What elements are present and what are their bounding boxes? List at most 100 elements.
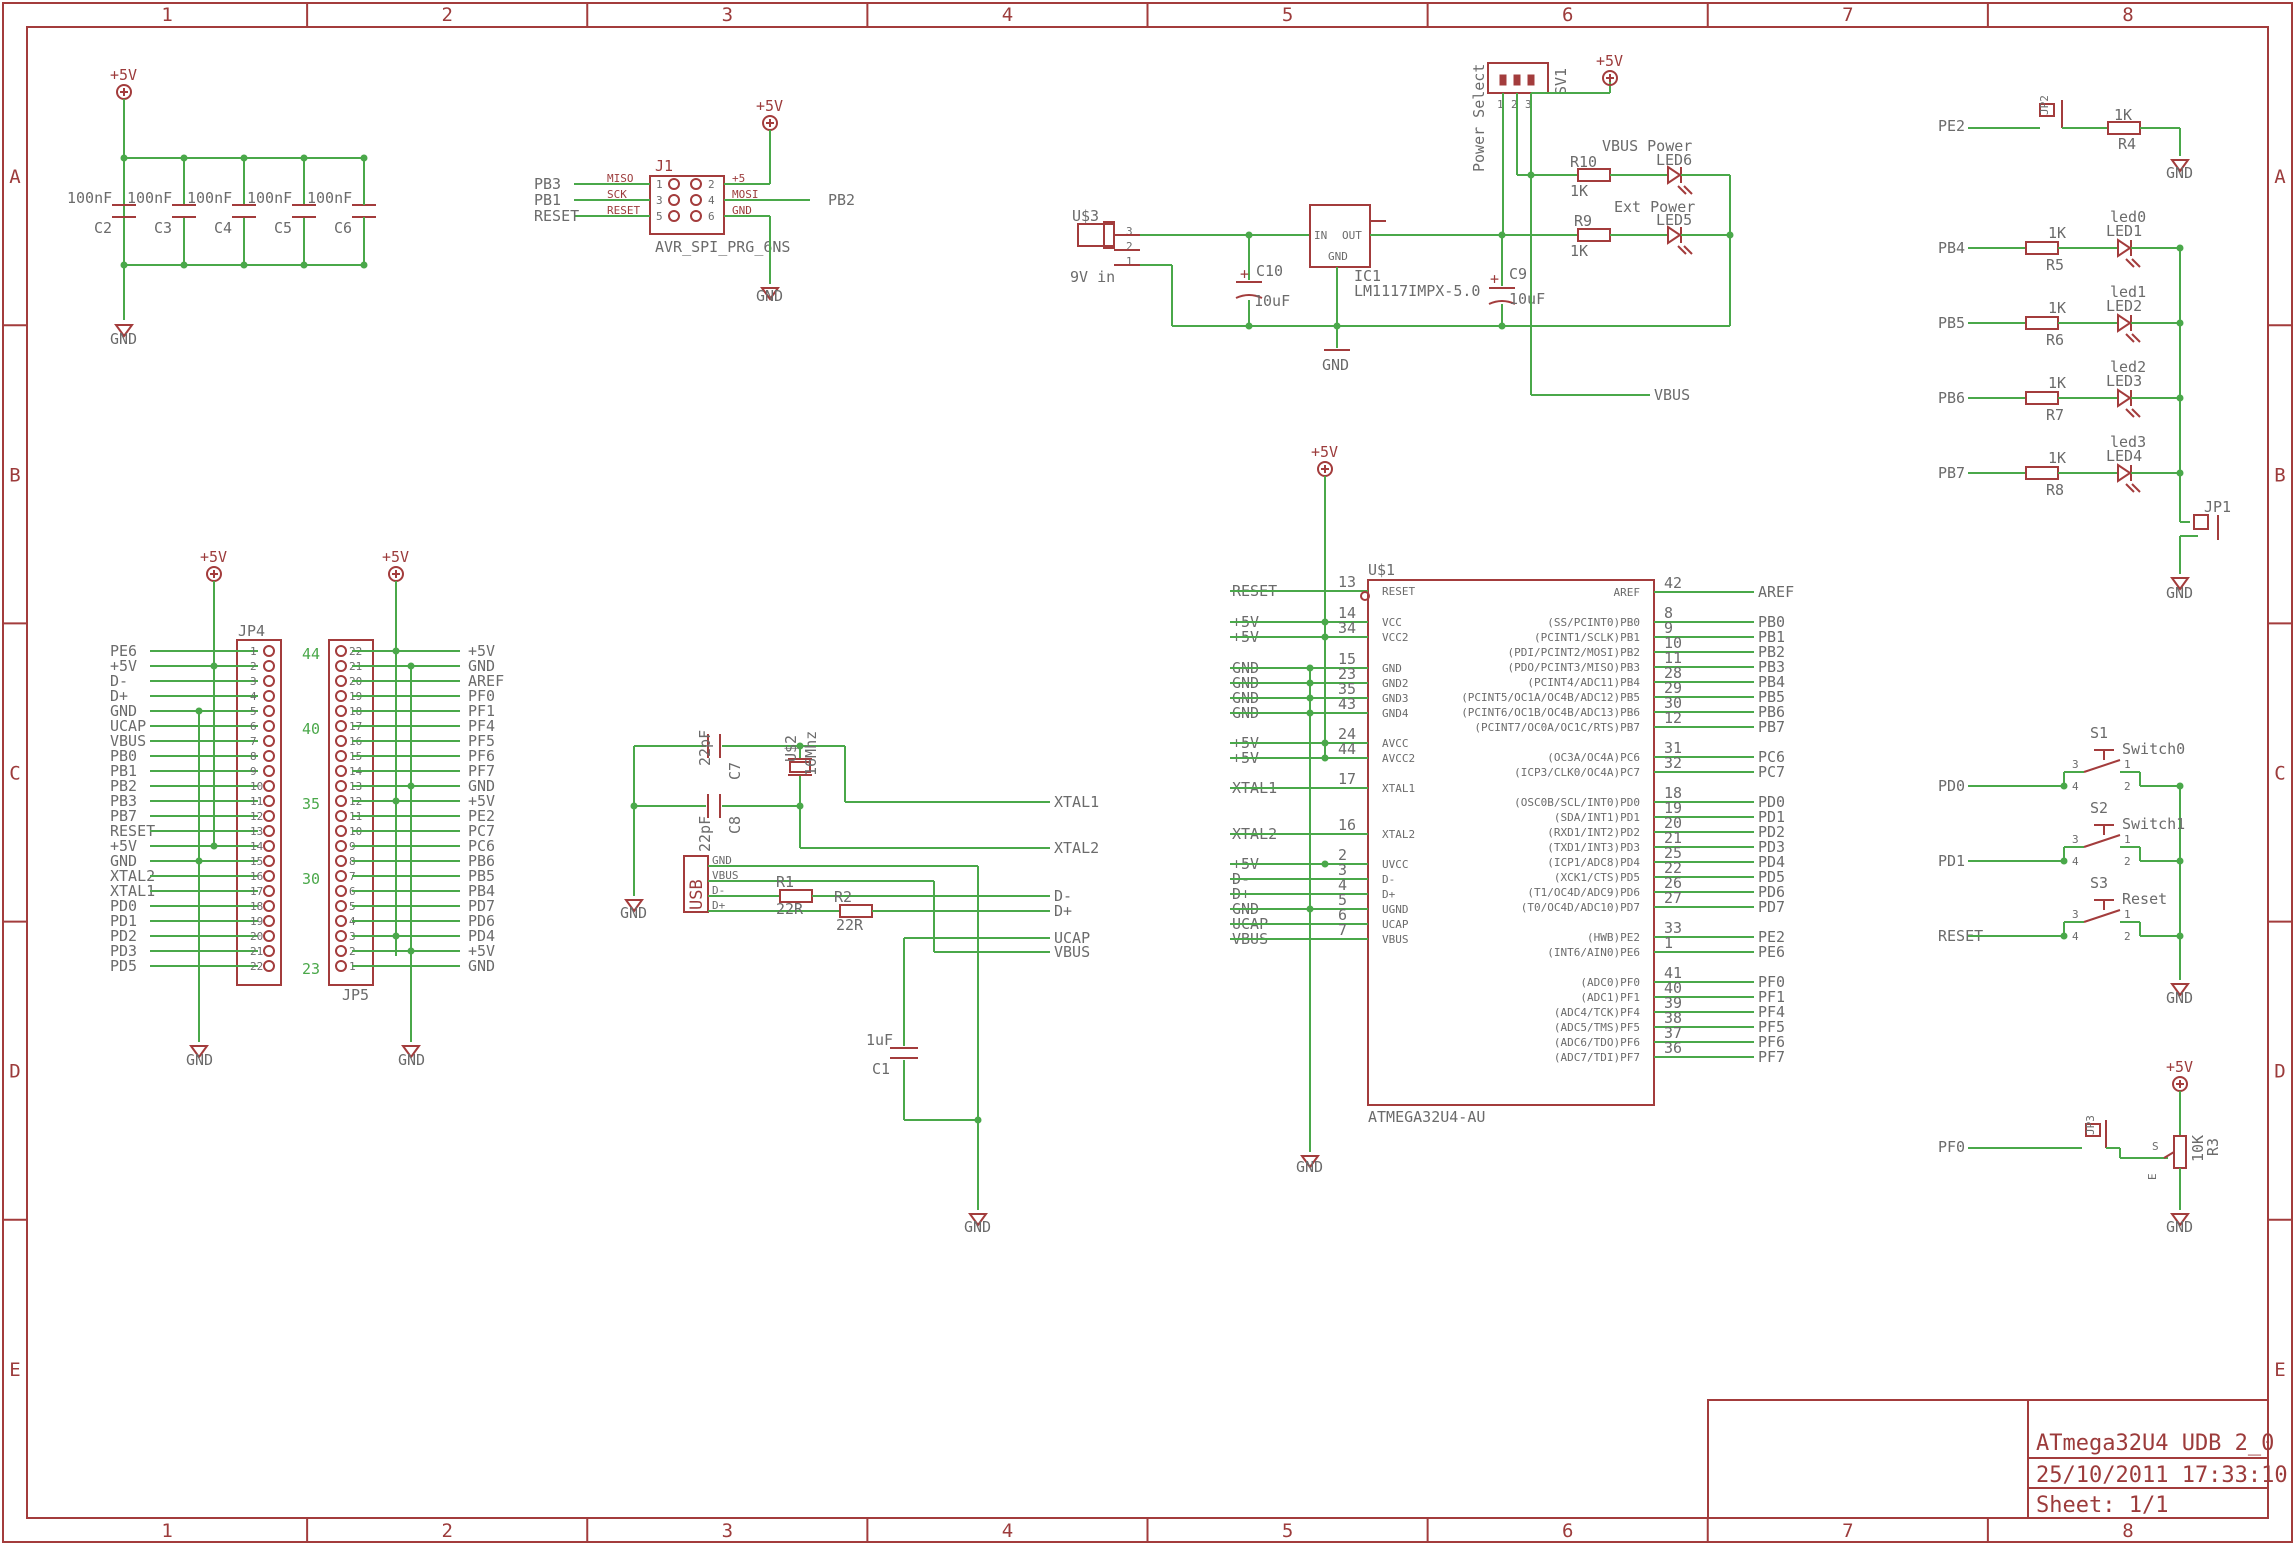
mcu-right-name-19: (SDA/INT1)PD1 — [1554, 811, 1640, 824]
jp4-pin-num-11: 12 — [250, 810, 263, 823]
usb-pin-vbus: VBUS — [712, 869, 739, 882]
jp4-net-19: PD2 — [110, 927, 137, 945]
jp4-net-15: XTAL2 — [110, 867, 155, 885]
c8-ref: C8 — [726, 816, 744, 834]
zone-col-top-6: 6 — [1562, 4, 1573, 26]
jp4-pin-num-13: 14 — [250, 840, 264, 853]
led-name-LED4: led3 — [2110, 433, 2146, 451]
vbus-net-label: VBUS — [1654, 386, 1690, 404]
switch-net-S1: PD0 — [1938, 777, 1965, 795]
led-rref-R7: R7 — [2046, 406, 2064, 424]
jp4-net-20: PD3 — [110, 942, 137, 960]
mcu-right-net-33: PE2 — [1758, 928, 1785, 946]
xtal1-net: XTAL1 — [1054, 793, 1099, 811]
zone-col-top-1: 1 — [161, 4, 172, 26]
mcu-right-name-42: AREF — [1614, 586, 1641, 599]
mcu-left-name-7: VBUS — [1382, 933, 1409, 946]
zone-col-top-7: 7 — [1842, 4, 1853, 26]
jp4-net-16: XTAL1 — [110, 882, 155, 900]
mcu-left-name-35: GND3 — [1382, 692, 1409, 705]
jp5-pin-mark-23: 23 — [302, 960, 320, 978]
switch-pin2-S1: 2 — [2124, 780, 2131, 793]
led-ref-LED3: LED3 — [2106, 372, 2142, 390]
switch-ref-S3: S3 — [2090, 874, 2108, 892]
r2-ref: R2 — [834, 888, 852, 906]
mcu-right-name-1: (INT6/AIN0)PE6 — [1547, 946, 1640, 959]
mcu-right-name-25: (ICP1/ADC8)PD4 — [1547, 856, 1640, 869]
mcu-left-name-24: AVCC — [1382, 737, 1409, 750]
mcu-right-name-33: (HWB)PE2 — [1587, 931, 1640, 944]
decap-ref-C5: C5 — [274, 219, 292, 237]
isp-left-num-0: 1 — [656, 178, 663, 191]
mcu-left-num-16: 16 — [1338, 816, 1356, 834]
zone-col-top-3: 3 — [722, 4, 733, 26]
mcu-right-net-39: PF4 — [1758, 1003, 1785, 1021]
switch-name-S3: Reset — [2122, 890, 2167, 908]
mcu-right-net-19: PD1 — [1758, 808, 1785, 826]
jp1-ref: JP1 — [2204, 498, 2231, 516]
mcu-right-name-21: (TXD1/INT3)PD3 — [1547, 841, 1640, 854]
mcu-left-num-2: 2 — [1338, 846, 1347, 864]
zone-row-left-C: C — [9, 763, 20, 785]
mcu-right-num-32: 32 — [1664, 754, 1682, 772]
led-ref-LED2: LED2 — [2106, 297, 2142, 315]
mcu-left-name-23: GND2 — [1382, 677, 1409, 690]
jack-label: 9V in — [1070, 268, 1115, 286]
led-net-LED4: PB7 — [1938, 464, 1965, 482]
mcu-right-net-9: PB1 — [1758, 628, 1785, 646]
pot-net: PF0 — [1938, 1138, 1965, 1156]
mcu-right-net-30: PB6 — [1758, 703, 1785, 721]
jp4-net-7: PB0 — [110, 747, 137, 765]
usb-net-vbus: VBUS — [1054, 943, 1090, 961]
jp4-net-0: PE6 — [110, 642, 137, 660]
r2-value: 22R — [836, 916, 864, 934]
jp5-net-0: +5V — [468, 642, 495, 660]
led6-ref: LED6 — [1656, 151, 1692, 169]
jp4-supply: +5V — [200, 548, 227, 566]
mcu-left-num-4: 4 — [1338, 876, 1347, 894]
jp4-gnd: GND — [186, 1051, 213, 1069]
mcu-right-name-38: (ADC5/TMS)PF5 — [1554, 1021, 1640, 1034]
jp4-net-4: GND — [110, 702, 137, 720]
mcu-right-net-27: PD7 — [1758, 898, 1785, 916]
zone-row-left-D: D — [9, 1061, 20, 1083]
sv1-label: Power Select — [1470, 64, 1488, 172]
zone-col-top-4: 4 — [1002, 4, 1013, 26]
mcu-ref: U$1 — [1368, 561, 1395, 579]
mcu-right-name-22: (XCK1/CTS)PD5 — [1554, 871, 1640, 884]
switch-ref-S2: S2 — [2090, 799, 2108, 817]
decap-ref-C3: C3 — [154, 219, 172, 237]
r10-ref: R10 — [1570, 153, 1597, 171]
jp4-pin-num-18: 19 — [250, 915, 263, 928]
jp4-net-21: PD5 — [110, 957, 137, 975]
jp5-ref: JP5 — [342, 986, 369, 1004]
led6-name: VBUS Power — [1602, 137, 1692, 155]
jack-pin3: 3 — [1126, 225, 1133, 238]
mcu-right-name-39: (ADC4/TCK)PF4 — [1554, 1006, 1640, 1019]
sv1-ref: SV1 — [1552, 68, 1570, 95]
c9-value: 10uF — [1509, 290, 1545, 308]
r4-gnd: GND — [2166, 164, 2193, 182]
mcu-right-num-9: 9 — [1664, 619, 1673, 637]
decap-value-C6: 100nF — [307, 189, 352, 207]
mcu-left-num-13: 13 — [1338, 573, 1356, 591]
mcu-right-num-22: 22 — [1664, 859, 1682, 877]
r10-value: 1K — [1570, 182, 1588, 200]
usb-pin-dplus: D+ — [712, 899, 726, 912]
xtal2-net: XTAL2 — [1054, 839, 1099, 857]
c7-ref: C7 — [726, 762, 744, 780]
switch-gnd: GND — [2166, 989, 2193, 1007]
mcu-supply: +5V — [1311, 443, 1338, 461]
jp5-net-3: PF0 — [468, 687, 495, 705]
mcu-right-num-33: 33 — [1664, 919, 1682, 937]
jp4-net-14: GND — [110, 852, 137, 870]
mcu-right-name-41: (ADC0)PF0 — [1580, 976, 1640, 989]
mcu-right-name-26: (T1/OC4D/ADC9)PD6 — [1527, 886, 1640, 899]
isp-left-net-2: RESET — [534, 207, 579, 225]
jp4-net-1: +5V — [110, 657, 137, 675]
mcu-right-name-11: (PDO/PCINT3/MISO)PB3 — [1508, 661, 1640, 674]
jp4-net-13: +5V — [110, 837, 137, 855]
mcu-right-net-21: PD3 — [1758, 838, 1785, 856]
jp4-net-17: PD0 — [110, 897, 137, 915]
